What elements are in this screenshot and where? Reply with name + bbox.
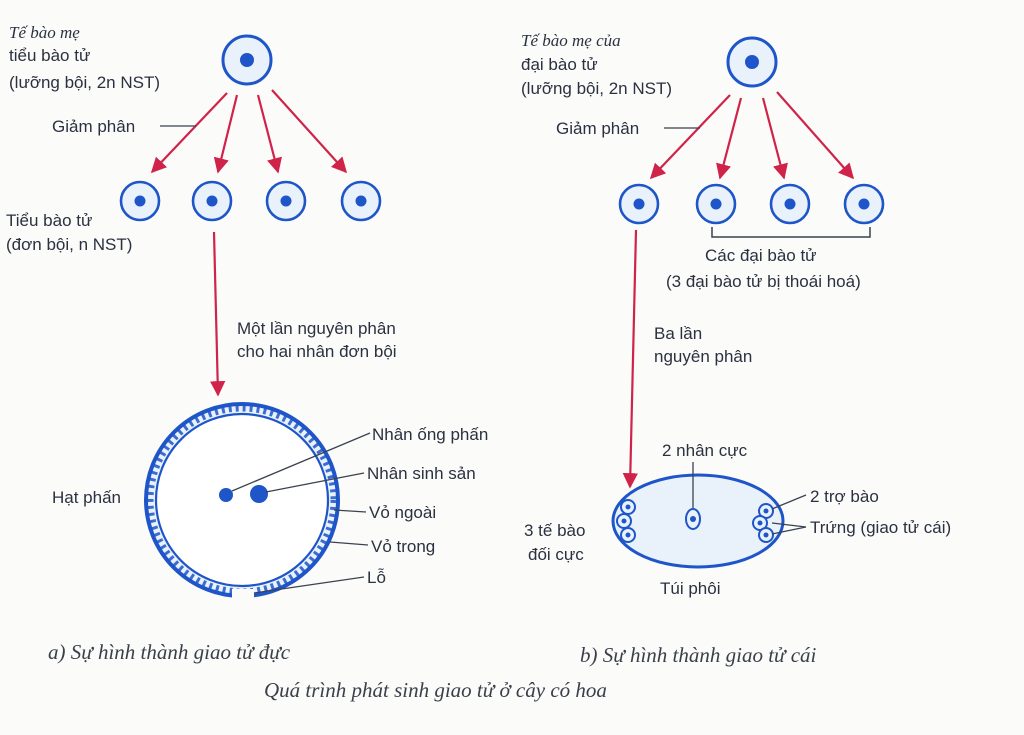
egg-apparatus bbox=[752, 503, 774, 543]
microspore-mother-cell bbox=[221, 34, 273, 86]
female-mother-cell-label-1: Tế bào mẹ của bbox=[521, 31, 621, 50]
antipodals-label-2: đối cực bbox=[528, 545, 584, 564]
megaspore bbox=[695, 183, 737, 225]
intine-label: Vỏ trong bbox=[371, 537, 436, 556]
pollen-grain bbox=[144, 402, 340, 599]
male-meiosis-label: Giảm phân bbox=[52, 117, 136, 136]
tube-nucleus bbox=[219, 488, 233, 502]
tube-nucleus-label: Nhân ống phấn bbox=[372, 425, 489, 444]
pollen-grain-label: Hạt phấn bbox=[52, 488, 121, 507]
mitosis-arrow-female bbox=[622, 229, 639, 489]
pollen-leaders bbox=[231, 432, 371, 594]
caption-female: b) Sự hình thành giao tử cái bbox=[580, 643, 817, 667]
polar-nuclei-label: 2 nhân cực bbox=[662, 441, 748, 460]
microspore-label-2: (đơn bội, n NST) bbox=[6, 235, 133, 254]
microspore bbox=[265, 180, 307, 222]
megaspore bbox=[843, 183, 885, 225]
male-mitosis-label-1: Một lần nguyên phân bbox=[237, 319, 396, 338]
microspore bbox=[191, 180, 233, 222]
degenerate-megaspores-bracket bbox=[711, 227, 871, 238]
pore bbox=[232, 589, 254, 599]
female-meiosis-label: Giảm phân bbox=[556, 119, 640, 138]
pore-label: Lỗ bbox=[367, 568, 386, 587]
male-mitosis-label-2: cho hai nhân đơn bội bbox=[237, 342, 397, 361]
egg-label: Trứng (giao tử cái) bbox=[810, 518, 952, 537]
meiosis-arrows-female bbox=[649, 91, 855, 180]
microspore bbox=[119, 180, 161, 222]
embryo-sac bbox=[611, 473, 785, 569]
male-mother-cell-label-2: tiểu bào tử bbox=[9, 46, 91, 65]
microspore bbox=[340, 180, 382, 222]
meiosis-arrows-male bbox=[150, 89, 348, 174]
antipodal-cells bbox=[616, 499, 636, 543]
female-mitosis-label-1: Ba lần bbox=[654, 324, 703, 343]
generative-nucleus-label: Nhân sinh sản bbox=[367, 464, 476, 483]
figure-title: Quá trình phát sinh giao tử ở cây có hoa bbox=[264, 678, 607, 702]
megaspore bbox=[769, 183, 811, 225]
megaspore bbox=[618, 183, 660, 225]
antipodals-label-1: 3 tế bào bbox=[524, 521, 586, 540]
male-mother-cell-label-1: Tế bào mẹ bbox=[9, 23, 80, 42]
male-mother-cell-label-3: (lưỡng bội, 2n NST) bbox=[9, 73, 161, 92]
female-mitosis-label-2: nguyên phân bbox=[654, 347, 753, 366]
embryo-sac-leaders bbox=[692, 462, 807, 535]
mitosis-arrow-male bbox=[209, 231, 226, 397]
megaspores-label-1: Các đại bào tử bbox=[705, 246, 817, 265]
megaspore-mother-cell bbox=[726, 36, 778, 88]
exine-label: Vỏ ngoài bbox=[369, 503, 437, 522]
megaspores-label-2: (3 đại bào tử bị thoái hoá) bbox=[666, 272, 861, 291]
generative-nucleus bbox=[250, 485, 268, 503]
synergids-label: 2 trợ bào bbox=[810, 487, 879, 506]
caption-male: a) Sự hình thành giao tử đực bbox=[48, 640, 291, 664]
polar-nuclei bbox=[685, 508, 701, 530]
embryo-sac-label: Túi phôi bbox=[660, 579, 721, 598]
microspore-label-1: Tiểu bào tử bbox=[6, 211, 93, 230]
female-mother-cell-label-2: đại bào tử bbox=[521, 55, 598, 74]
female-mother-cell-label-3: (lưỡng bội, 2n NST) bbox=[521, 79, 673, 98]
